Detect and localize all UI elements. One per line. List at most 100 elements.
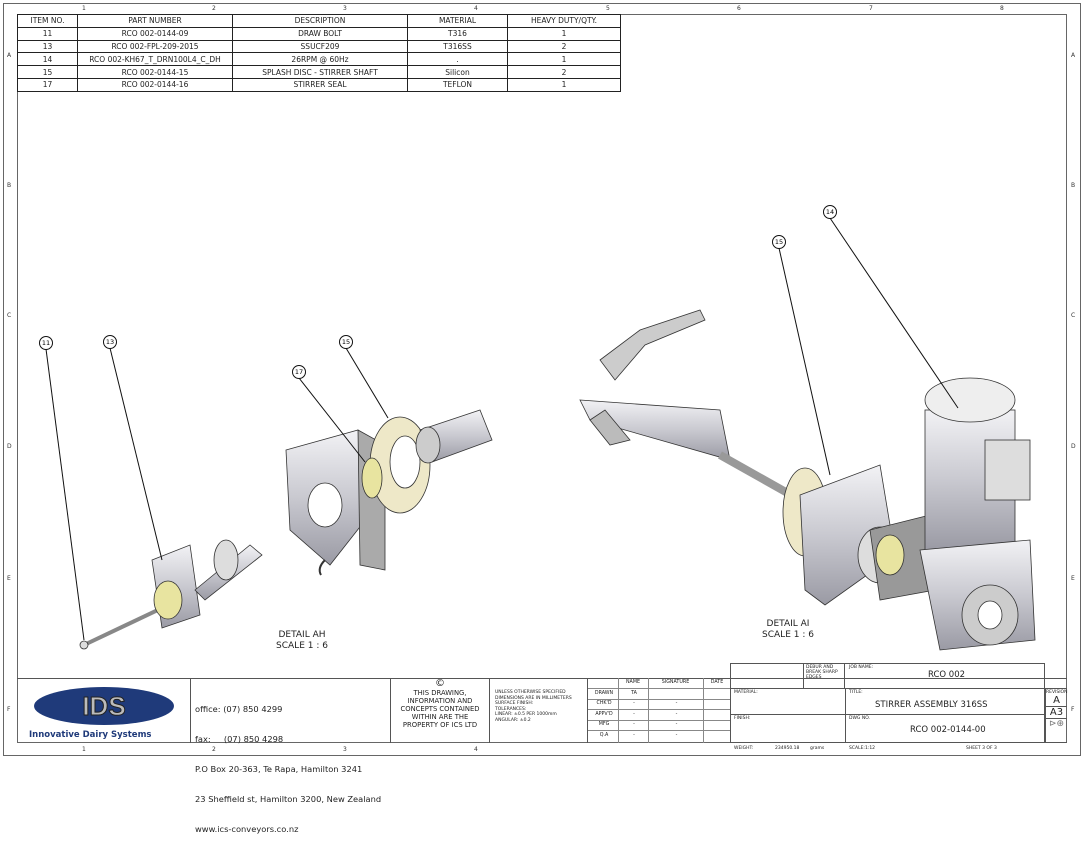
copyright-text: THIS DRAWING, INFORMATION AND CONCEPTS C… bbox=[400, 689, 480, 729]
coupling-part bbox=[415, 409, 493, 464]
deburr-note: DEBUR AND BREAK SHARP EDGES bbox=[803, 663, 845, 688]
tolerance-line: ANGULAR: ±0.2 bbox=[495, 717, 531, 723]
finish-label: FINISH: bbox=[734, 716, 751, 721]
job-name-label: JOB NAME: bbox=[849, 665, 874, 670]
signature-cell: - bbox=[633, 711, 635, 717]
zone-row-label: F bbox=[7, 706, 11, 713]
office-phone: office: (07) 850 4299 bbox=[195, 704, 283, 714]
signature-cell: APPV'D bbox=[595, 711, 613, 717]
leader-lines bbox=[45, 217, 959, 641]
revision-box: REVISION A A3 ⊳⊕ bbox=[1045, 688, 1067, 743]
signature-cell: - bbox=[633, 732, 635, 738]
scale: SCALE:1:12 bbox=[849, 746, 876, 751]
gear-motor-part bbox=[919, 377, 1036, 651]
copyright-icon: © bbox=[435, 678, 445, 689]
zone-column-label: 3 bbox=[343, 5, 347, 12]
copyright-area: © THIS DRAWING, INFORMATION AND CONCEPTS… bbox=[390, 678, 490, 743]
signature-header: NAME bbox=[625, 680, 641, 685]
detail-title: DETAIL AI bbox=[766, 619, 810, 629]
signature-cell: - bbox=[633, 701, 635, 706]
job-name: RCO 002 bbox=[928, 670, 966, 680]
weight: 234950.18 bbox=[775, 746, 800, 751]
zone-row-label: E bbox=[1071, 575, 1075, 582]
balloon-number: 13 bbox=[106, 338, 114, 346]
detail-ai-label: DETAIL AI SCALE 1 : 6 bbox=[738, 619, 838, 641]
tolerance-line: DIMENSIONS ARE IN MILLIMETERS bbox=[495, 695, 572, 701]
sheet-size: A3 bbox=[1046, 706, 1067, 718]
balloon-number: 15 bbox=[342, 338, 350, 346]
fax: fax: (07) 850 4298 bbox=[195, 734, 284, 744]
tolerances: UNLESS OTHERWISE SPECIFIED DIMENSIONS AR… bbox=[495, 690, 572, 723]
tolerance-line: TOLERANCES: bbox=[495, 706, 527, 712]
weight-unit: grams bbox=[810, 746, 825, 751]
po-box: P.O Box 20-363, Te Rapa, Hamilton 3241 bbox=[195, 764, 363, 774]
zone-row-label: D bbox=[7, 443, 12, 450]
signature-cell: - bbox=[675, 722, 678, 727]
dwg-no: RCO 002-0144-00 bbox=[910, 725, 986, 735]
balloon-number: 11 bbox=[42, 339, 50, 347]
signature-cell: - bbox=[675, 732, 678, 738]
item-balloon bbox=[772, 235, 786, 249]
stirrer-shaft-part bbox=[579, 309, 802, 504]
zone-column-label: 3 bbox=[343, 746, 347, 753]
zone-row-label: B bbox=[1071, 182, 1076, 189]
signature-header: DATE bbox=[710, 680, 724, 685]
splash-disc-part bbox=[361, 416, 431, 514]
zone-row-label: F bbox=[1071, 706, 1075, 713]
signature-cell: DRAWN bbox=[594, 690, 614, 696]
logo-area: IDS Innovative Dairy Systems bbox=[17, 678, 191, 743]
zone-column-label: 5 bbox=[606, 5, 610, 12]
zone-column-label: 2 bbox=[212, 746, 216, 753]
zone-row-label: A bbox=[7, 52, 12, 59]
drawing-title: STIRRER ASSEMBLY 316SS bbox=[875, 700, 988, 710]
zone-row-label: B bbox=[7, 182, 12, 189]
zone-column-label: 1 bbox=[82, 746, 86, 753]
zone-column-label: 1 bbox=[82, 5, 86, 12]
contact-info: office: (07) 850 4299 fax: (07) 850 4298… bbox=[195, 684, 381, 844]
item-balloon bbox=[39, 336, 53, 350]
signature-header: SIGNATURE bbox=[661, 680, 690, 685]
detail-ah-label: DETAIL AH SCALE 1 : 6 bbox=[252, 630, 352, 652]
weight-label: WEIGHT: bbox=[734, 746, 754, 751]
signature-cell: - bbox=[675, 711, 678, 717]
tolerance-line: SURFACE FINISH: bbox=[495, 701, 534, 706]
street-address: 23 Sheffield st, Hamilton 3200, New Zeal… bbox=[195, 794, 382, 804]
dwg-no-label: DWG NO. bbox=[849, 716, 870, 721]
signature-cell: CHK'D bbox=[596, 701, 612, 706]
zone-row-label: A bbox=[1071, 52, 1076, 59]
balloon-number: 15 bbox=[775, 238, 783, 246]
right-disc-part bbox=[782, 464, 936, 606]
title-label: TITLE: bbox=[849, 690, 863, 695]
zone-column-label: 8 bbox=[1000, 5, 1004, 12]
revision: A bbox=[1053, 695, 1060, 706]
ids-logo: IDS bbox=[34, 687, 174, 725]
tolerance-line: UNLESS OTHERWISE SPECIFIED bbox=[495, 690, 566, 695]
signature-cell: MFG bbox=[598, 722, 610, 727]
signature-cell: Q.A bbox=[599, 732, 609, 738]
bill-of-materials: ITEM NO. PART NUMBER DESCRIPTION MATERIA… bbox=[17, 14, 621, 92]
website-link[interactable]: www.ics-conveyors.co.nz bbox=[195, 824, 299, 834]
item-balloon bbox=[823, 205, 837, 219]
outer-border bbox=[3, 3, 1081, 756]
zone-column-label: 7 bbox=[869, 5, 873, 12]
material-label: MATERIAL: bbox=[734, 690, 758, 695]
item-balloon bbox=[292, 365, 306, 379]
zone-row-label: C bbox=[1071, 312, 1076, 319]
signature-cell: - bbox=[675, 701, 678, 706]
zone-row-label: E bbox=[7, 575, 11, 582]
mount-plate-part bbox=[285, 429, 386, 576]
signature-cell: - bbox=[633, 722, 635, 727]
zone-column-label: 6 bbox=[737, 5, 741, 12]
detail-scale: SCALE 1 : 6 bbox=[762, 630, 814, 640]
balloon-number: 17 bbox=[295, 368, 303, 376]
zone-row-label: D bbox=[1071, 443, 1076, 450]
sheet-number: SHEET 3 OF 3 bbox=[966, 746, 997, 751]
bearing-part bbox=[151, 539, 263, 629]
bom-cell: 1 bbox=[507, 77, 621, 92]
detail-title: DETAIL AH bbox=[278, 630, 326, 640]
